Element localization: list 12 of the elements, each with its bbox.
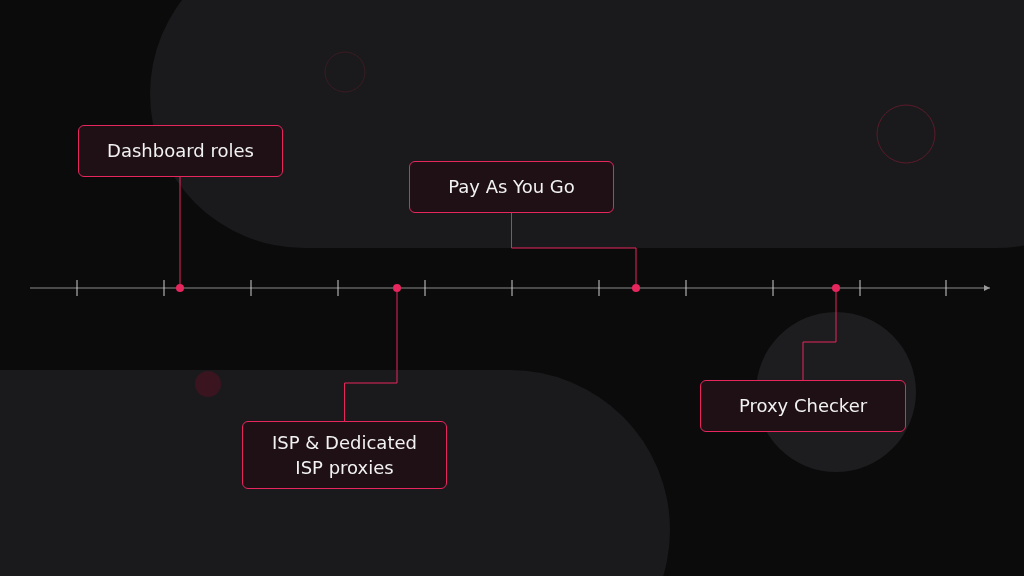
milestone-box: Pay As You Go xyxy=(409,161,614,213)
leader-line xyxy=(802,291,837,381)
leader-line xyxy=(344,291,398,422)
milestone-dot xyxy=(176,284,184,292)
milestone-dot xyxy=(393,284,401,292)
leader-line xyxy=(179,176,181,285)
milestone-box: Dashboard roles xyxy=(78,125,283,177)
milestone-box: Proxy Checker xyxy=(700,380,906,432)
milestone-dot xyxy=(832,284,840,292)
milestone-dot xyxy=(632,284,640,292)
leader-line xyxy=(511,212,637,285)
milestone-box: ISP & Dedicated ISP proxies xyxy=(242,421,447,489)
